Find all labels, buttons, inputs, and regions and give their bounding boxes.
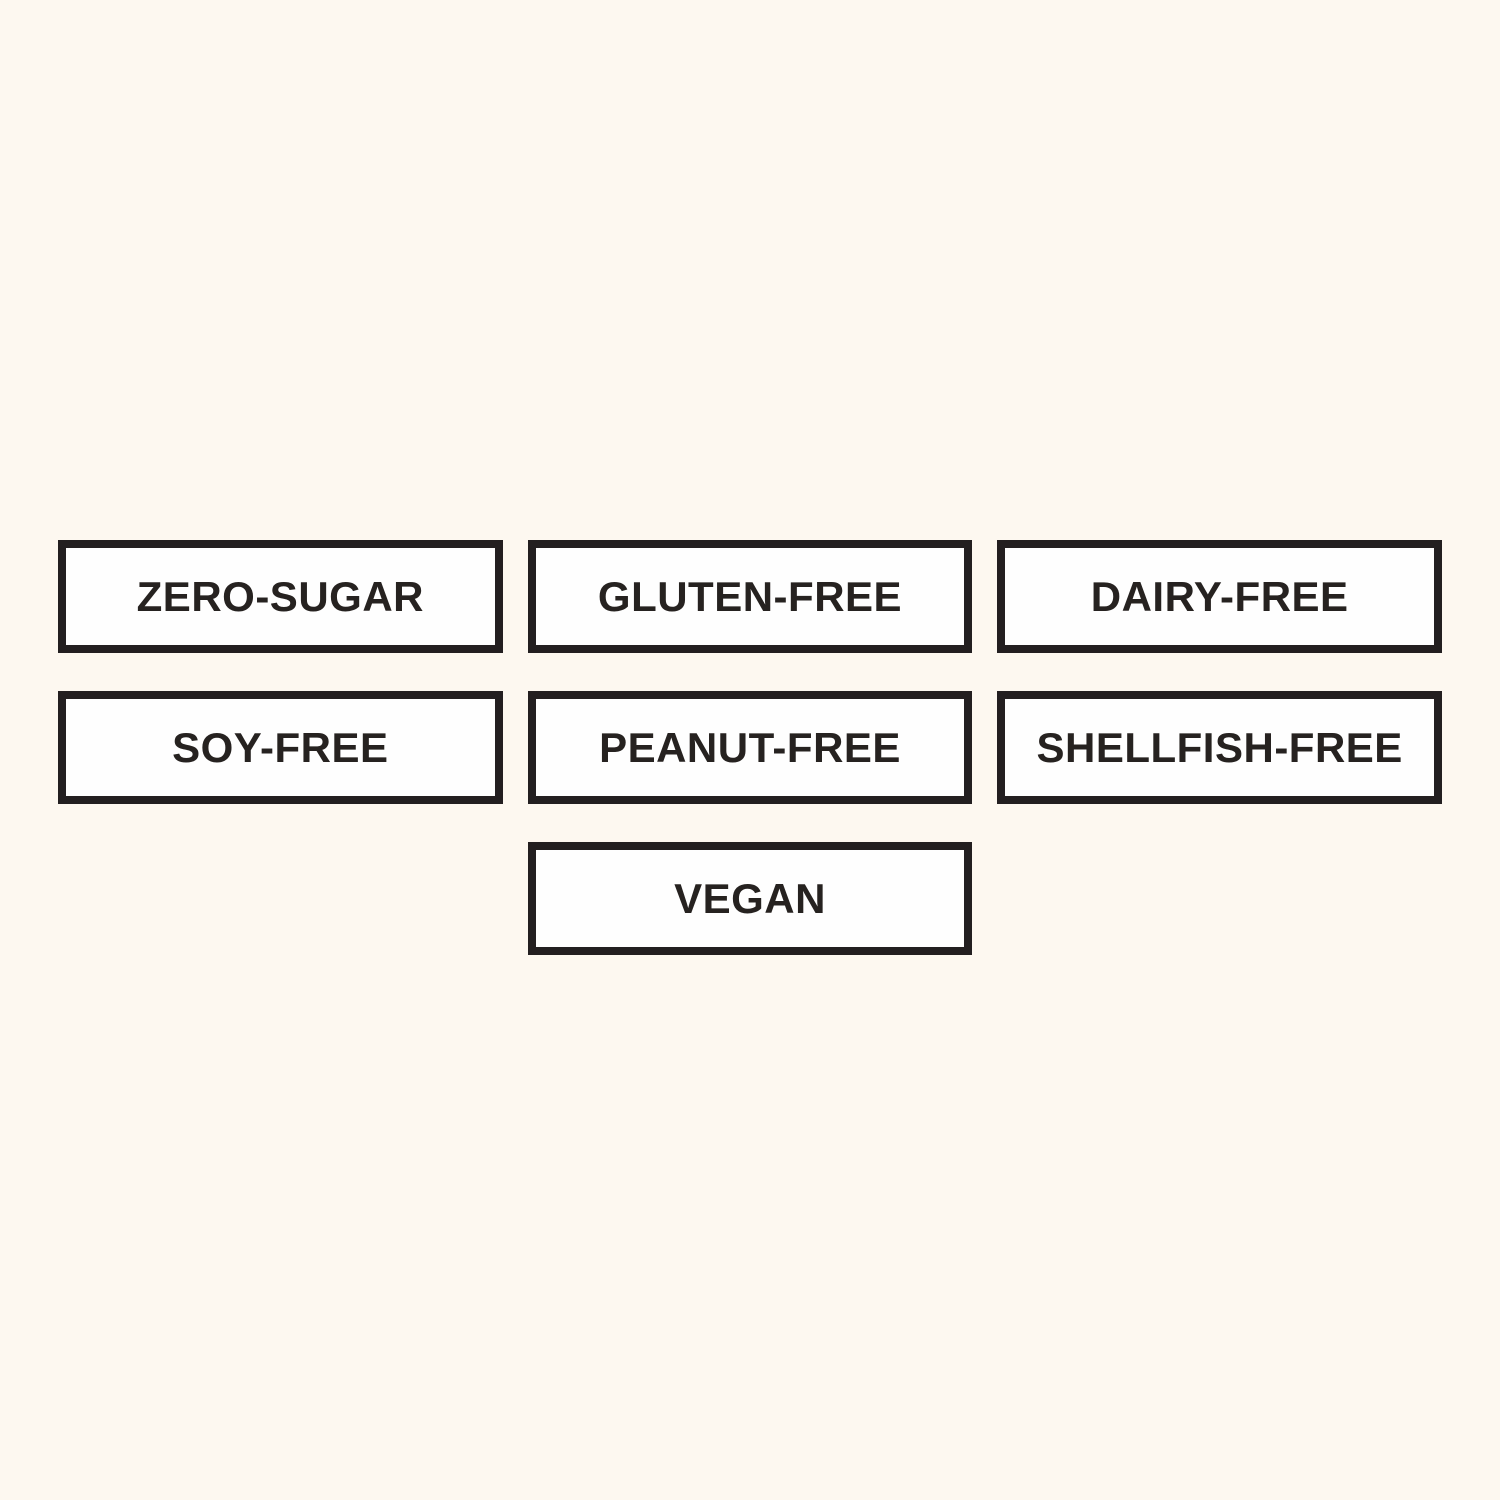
badge-dairy-free-label: DAIRY-FREE — [1090, 572, 1349, 620]
badge-soy-free-label: SOY-FREE — [172, 723, 389, 771]
badge-peanut-free: PEANUT-FREE — [527, 691, 973, 804]
badge-vegan-label: VEGAN — [674, 874, 826, 922]
badge-gluten-free: GLUTEN-FREE — [527, 540, 973, 653]
badge-zero-sugar-label: ZERO-SUGAR — [136, 572, 424, 620]
badge-shellfish-free-label: SHELLFISH-FREE — [1036, 723, 1403, 771]
badge-gluten-free-label: GLUTEN-FREE — [597, 572, 903, 620]
badge-soy-free: SOY-FREE — [58, 691, 503, 804]
badge-grid: ZERO-SUGAR GLUTEN-FREE DAIRY-FREE SOY-FR… — [58, 540, 1442, 955]
badge-dairy-free: DAIRY-FREE — [997, 540, 1442, 653]
badge-shellfish-free: SHELLFISH-FREE — [997, 691, 1442, 804]
badge-peanut-free-label: PEANUT-FREE — [599, 723, 901, 771]
badge-vegan: VEGAN — [527, 842, 973, 955]
badge-zero-sugar: ZERO-SUGAR — [58, 540, 503, 653]
